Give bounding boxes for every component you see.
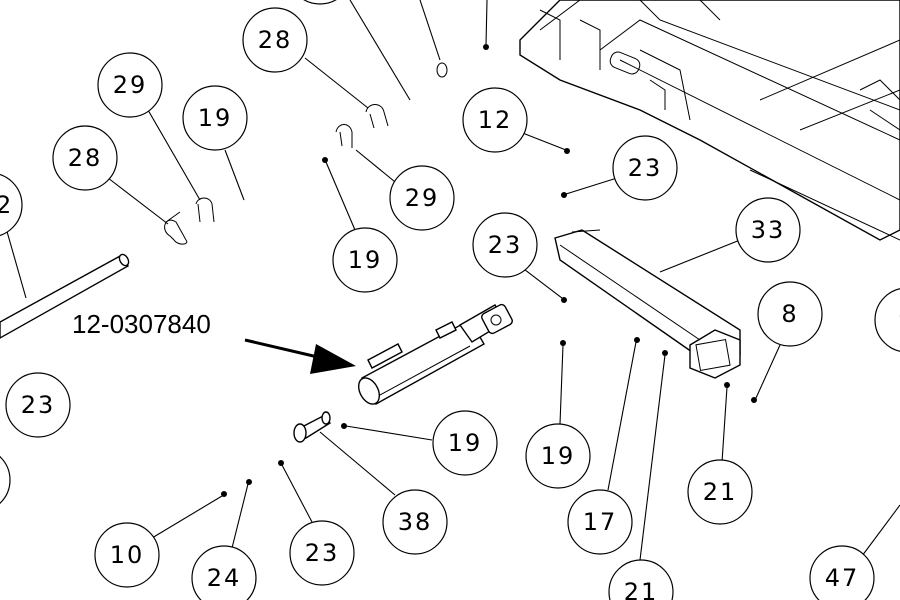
bubble-label: 28 bbox=[258, 26, 293, 54]
bubble-label: 23 bbox=[21, 391, 56, 419]
bubble-47: 47 bbox=[809, 504, 900, 600]
bubble-label: 24 bbox=[207, 564, 242, 592]
square-tube bbox=[554, 229, 741, 379]
bubble-label: 23 bbox=[488, 231, 523, 259]
bubble-19d: 19 bbox=[341, 410, 498, 476]
bubble-label: 12 bbox=[478, 106, 513, 134]
bubble-edge-left bbox=[0, 455, 11, 505]
bubble-label: 38 bbox=[398, 508, 433, 536]
bubble-label: 33 bbox=[751, 216, 786, 244]
bubble-10: 10 bbox=[94, 491, 227, 588]
bubble-23d: 23 bbox=[278, 460, 355, 586]
u-bolt-29-left bbox=[195, 197, 215, 223]
bubble-label: 29 bbox=[405, 184, 440, 212]
bubble-19c: 19 bbox=[525, 340, 591, 489]
hydraulic-cylinder bbox=[357, 303, 513, 405]
bubble-label: 22 bbox=[0, 191, 13, 219]
bubble-label: 28 bbox=[68, 144, 103, 172]
bubble-17: 17 bbox=[567, 337, 640, 555]
bubble-label: 19 bbox=[198, 104, 233, 132]
bubble-29a: 29 bbox=[97, 52, 201, 201]
bubble-21b: 21 bbox=[608, 350, 674, 600]
bubble-label: 19 bbox=[448, 429, 483, 457]
bubble-label: 9 bbox=[898, 306, 900, 334]
bubble-23b: 23 bbox=[472, 212, 567, 303]
bubble-19a: 19 bbox=[182, 85, 248, 201]
bubble-label: 47 bbox=[825, 564, 860, 592]
bubble-label: 19 bbox=[348, 246, 383, 274]
bubble-23a: 23 bbox=[561, 135, 678, 201]
bubble-23c: 23 bbox=[5, 372, 71, 438]
bubble-29b: 29 bbox=[355, 149, 455, 231]
bubble-label: 23 bbox=[305, 539, 340, 567]
axle-rod bbox=[0, 253, 130, 339]
bubble-38: 38 bbox=[319, 431, 448, 555]
bubble-edge-top bbox=[303, 0, 489, 101]
bubble-label: 8 bbox=[781, 300, 798, 328]
bubble-19b: 19 bbox=[322, 157, 398, 293]
bubble-label: 10 bbox=[110, 541, 145, 569]
bubble-label: 23 bbox=[628, 154, 663, 182]
bubble-33: 33 bbox=[659, 197, 801, 273]
bubble-28b: 28 bbox=[52, 125, 169, 225]
bubble-9-partial: 9 bbox=[874, 288, 900, 352]
bubble-label: 21 bbox=[703, 478, 738, 506]
u-bolt-29-mid bbox=[335, 124, 353, 148]
bubble-label: 17 bbox=[583, 508, 618, 536]
bubble-label: 19 bbox=[541, 442, 576, 470]
u-bolt-28-top bbox=[365, 104, 389, 129]
bubble-28a: 28 bbox=[242, 7, 369, 109]
bubble-label: 29 bbox=[113, 71, 148, 99]
bubble-label: 21 bbox=[624, 578, 659, 600]
part-number-label: 12-0307840 bbox=[72, 309, 211, 339]
bubble-24: 24 bbox=[191, 479, 257, 600]
chassis-frame bbox=[519, 0, 900, 241]
part-number-callout: 12-0307840 bbox=[72, 309, 356, 374]
bubble-8: 8 bbox=[751, 281, 823, 403]
u-bolt-28-left bbox=[164, 211, 188, 245]
clevis-pin bbox=[293, 411, 331, 443]
bubble-21a: 21 bbox=[687, 382, 753, 525]
bubble-12: 12 bbox=[462, 87, 570, 154]
bubble-22-partial: 22 bbox=[0, 173, 27, 299]
